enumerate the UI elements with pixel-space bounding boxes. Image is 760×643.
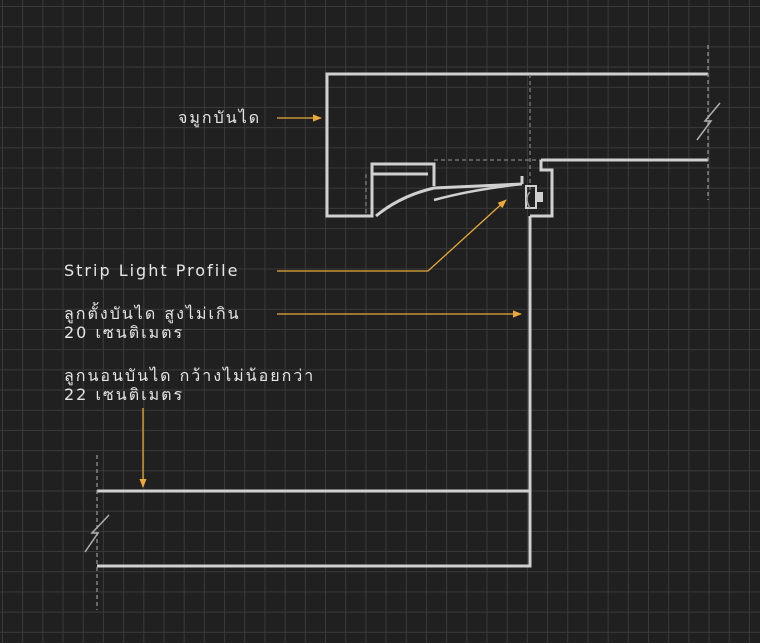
tread-label-line2: 22 เซนติเมตร (64, 385, 185, 404)
riser-label-line1: ลูกตั้งบันได สูงไม่เกิน (64, 304, 241, 323)
riser-and-lower-tread (97, 216, 532, 568)
strip-light-profile-shape (366, 162, 524, 218)
upper-tread-outline (325, 72, 708, 218)
lower-break-line (84, 455, 110, 610)
riser-label-line2: 20 เซนติเมตร (64, 323, 185, 342)
leader-arrows (139, 114, 522, 488)
profile-leader-arrow (277, 199, 507, 272)
strip-light-profile-label: Strip Light Profile (64, 261, 240, 280)
led-housing (525, 160, 554, 218)
upper-break-line (696, 45, 721, 200)
profile-construction-lines (365, 74, 541, 216)
stair-nosing-label: จมูกบันได (178, 108, 262, 127)
tread-label-line1: ลูกนอนบันได กว้างไม่น้อยกว่า (64, 366, 316, 385)
